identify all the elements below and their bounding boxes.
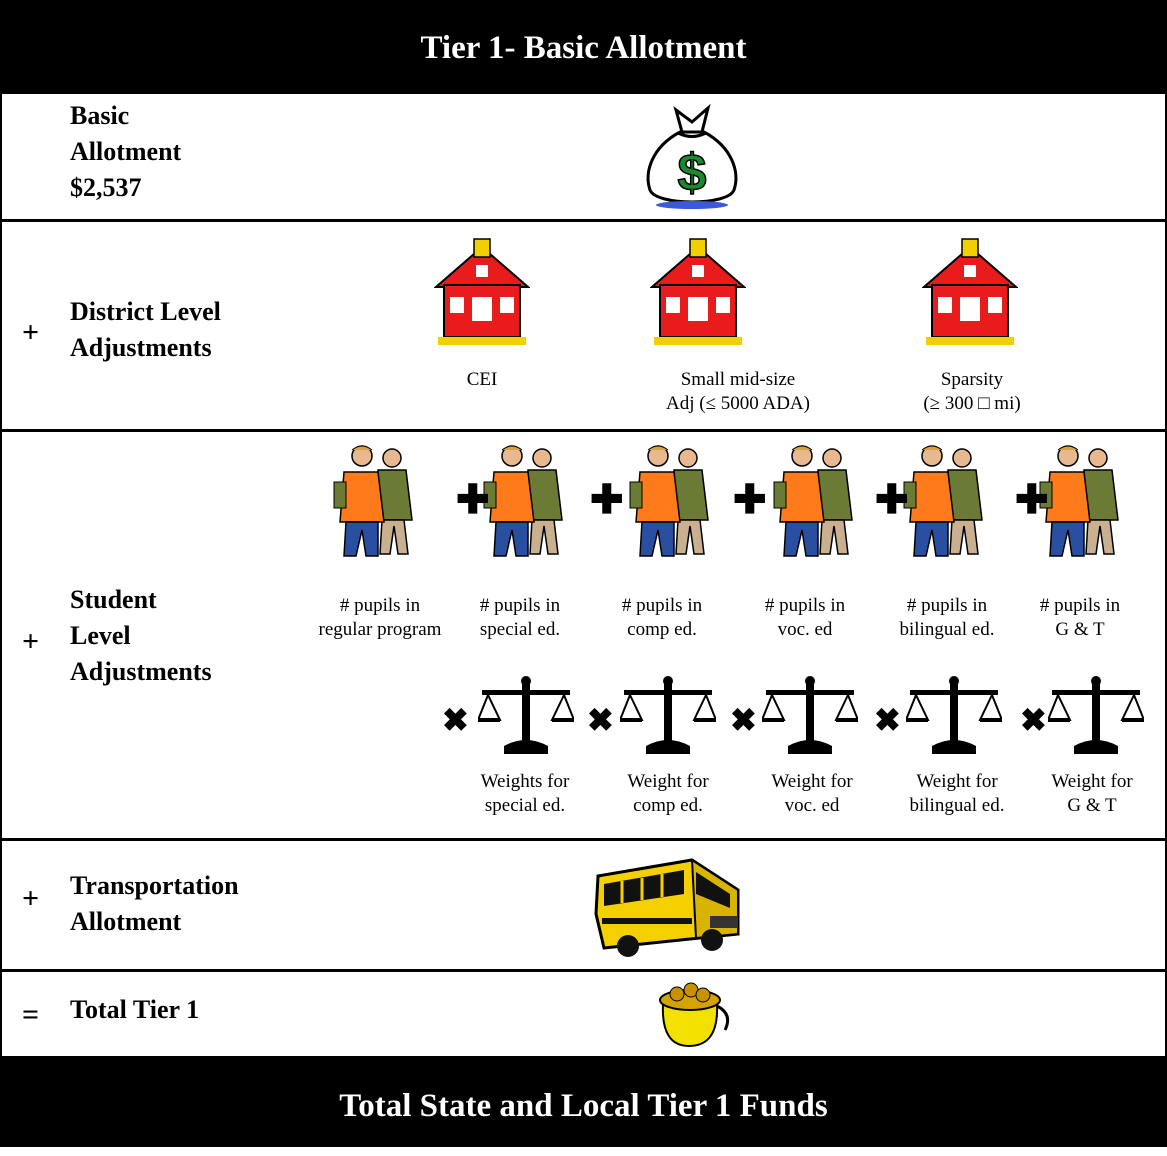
students-icon [1039, 445, 1119, 557]
caption-line: # pupils in [621, 595, 703, 616]
caption-line: # pupils in [764, 595, 846, 616]
money-bag-icon: $ [646, 103, 738, 209]
caption-line: (≥ 300 □ mi) [923, 393, 1021, 414]
operator-plus: + [22, 316, 40, 349]
plus-icon: ✚ [733, 477, 767, 522]
pot-of-gold-icon [659, 982, 730, 1048]
operator-equals: = [22, 998, 40, 1031]
caption-line: # pupils in [1039, 595, 1121, 616]
caption-line: special ed. [479, 619, 561, 640]
district-item-small-mid-size: Small mid-size Adj (≤ 5000 ADA) [638, 368, 838, 416]
caption-line: Small mid-size [680, 369, 796, 390]
operator-plus: + [22, 882, 40, 915]
label-line: Level [70, 621, 131, 650]
operator-plus: + [22, 625, 40, 658]
label-line: Adjustments [70, 657, 212, 686]
diagram-footer-title: Total State and Local Tier 1 Funds [339, 1088, 828, 1124]
caption-line: voc. ed [777, 619, 833, 640]
caption-line: bilingual ed. [899, 619, 995, 640]
balance-scale-icon [1048, 676, 1144, 754]
caption-line: special ed. [484, 795, 566, 816]
caption-line: G & T [1067, 795, 1117, 816]
label-line: Allotment [70, 137, 182, 166]
balance-scale-icon [906, 676, 1002, 754]
student-adjustments-label: Student Level Adjustments [70, 582, 212, 690]
weight-factor-item: Weights for special ed. [445, 770, 605, 818]
row-divider [2, 429, 1165, 432]
weight-factor-item: Weight for bilingual ed. [877, 770, 1037, 818]
plus-icon: ✚ [1015, 477, 1049, 522]
caption-line: Adj (≤ 5000 ADA) [666, 393, 810, 414]
label-line: Total Tier 1 [70, 995, 200, 1024]
label-line: Basic [70, 101, 130, 130]
pupil-count-item: # pupils in voc. ed [725, 594, 885, 642]
caption-line: comp ed. [627, 619, 697, 640]
weight-factor-item: Weight for voc. ed [732, 770, 892, 818]
caption-line: # pupils in [339, 595, 421, 616]
caption-line: Weight for [627, 771, 709, 792]
transportation-allotment-label: Transportation Allotment [70, 868, 239, 940]
pupil-count-item: # pupils in bilingual ed. [867, 594, 1027, 642]
students-icon [629, 445, 709, 557]
caption-line: Weights for [480, 771, 570, 792]
balance-scale-icon [762, 676, 858, 754]
plus-icon: ✚ [456, 477, 490, 522]
basic-allotment-label: Basic Allotment $2,537 [70, 98, 181, 206]
weight-factor-item: Weight for comp ed. [588, 770, 748, 818]
multiply-icon: ✖ [1020, 702, 1047, 738]
footer-band: Total State and Local Tier 1 Funds [2, 1056, 1165, 1147]
header-band: Tier 1- Basic Allotment [2, 2, 1165, 94]
svg-text:$: $ [678, 144, 707, 202]
pupil-count-item: # pupils in regular program [300, 594, 460, 642]
school-bus-icon [594, 858, 740, 957]
balance-scale-icon [620, 676, 716, 754]
caption-line: Weight for [771, 771, 853, 792]
weight-factor-item: Weight for G & T [1012, 770, 1167, 818]
caption-line: comp ed. [633, 795, 703, 816]
label-line: Transportation [70, 871, 239, 900]
caption-line: Weight for [1051, 771, 1133, 792]
caption-line: CEI [466, 369, 498, 390]
students-icon [773, 445, 853, 557]
diagram-title: Tier 1- Basic Allotment [420, 30, 747, 66]
multiply-icon: ✖ [442, 702, 469, 738]
basic-allotment-amount: $2,537 [70, 173, 142, 202]
district-item-sparsity: Sparsity (≥ 300 □ mi) [902, 368, 1042, 416]
students-icon [903, 445, 983, 557]
district-adjustments-label: District Level Adjustments [70, 294, 221, 366]
multiply-icon: ✖ [874, 702, 901, 738]
multiply-icon: ✖ [587, 702, 614, 738]
label-line: District Level [70, 297, 221, 326]
balance-scale-icon [478, 676, 574, 754]
plus-icon: ✚ [875, 477, 909, 522]
caption-line: G & T [1055, 619, 1105, 640]
caption-line: Weight for [916, 771, 998, 792]
schoolhouse-icon [434, 238, 530, 345]
schoolhouse-icon [650, 238, 746, 345]
multiply-icon: ✖ [730, 702, 757, 738]
plus-icon: ✚ [590, 477, 624, 522]
row-divider [2, 219, 1165, 222]
caption-line: # pupils in [906, 595, 988, 616]
caption-line: bilingual ed. [909, 795, 1005, 816]
row-divider [2, 969, 1165, 972]
label-line: Allotment [70, 907, 182, 936]
caption-line: # pupils in [479, 595, 561, 616]
pupil-count-item: # pupils in G & T [1000, 594, 1160, 642]
students-icon [333, 445, 413, 557]
caption-line: Sparsity [940, 369, 1004, 390]
caption-line: regular program [318, 619, 442, 640]
pupil-count-item: # pupils in comp ed. [582, 594, 742, 642]
label-line: Student [70, 585, 157, 614]
students-icon [483, 445, 563, 557]
district-item-cei: CEI [432, 368, 532, 392]
row-divider [2, 838, 1165, 841]
caption-line: voc. ed [784, 795, 840, 816]
pupil-count-item: # pupils in special ed. [440, 594, 600, 642]
label-line: Adjustments [70, 333, 212, 362]
schoolhouse-icon [922, 238, 1018, 345]
total-tier1-label: Total Tier 1 [70, 992, 199, 1028]
